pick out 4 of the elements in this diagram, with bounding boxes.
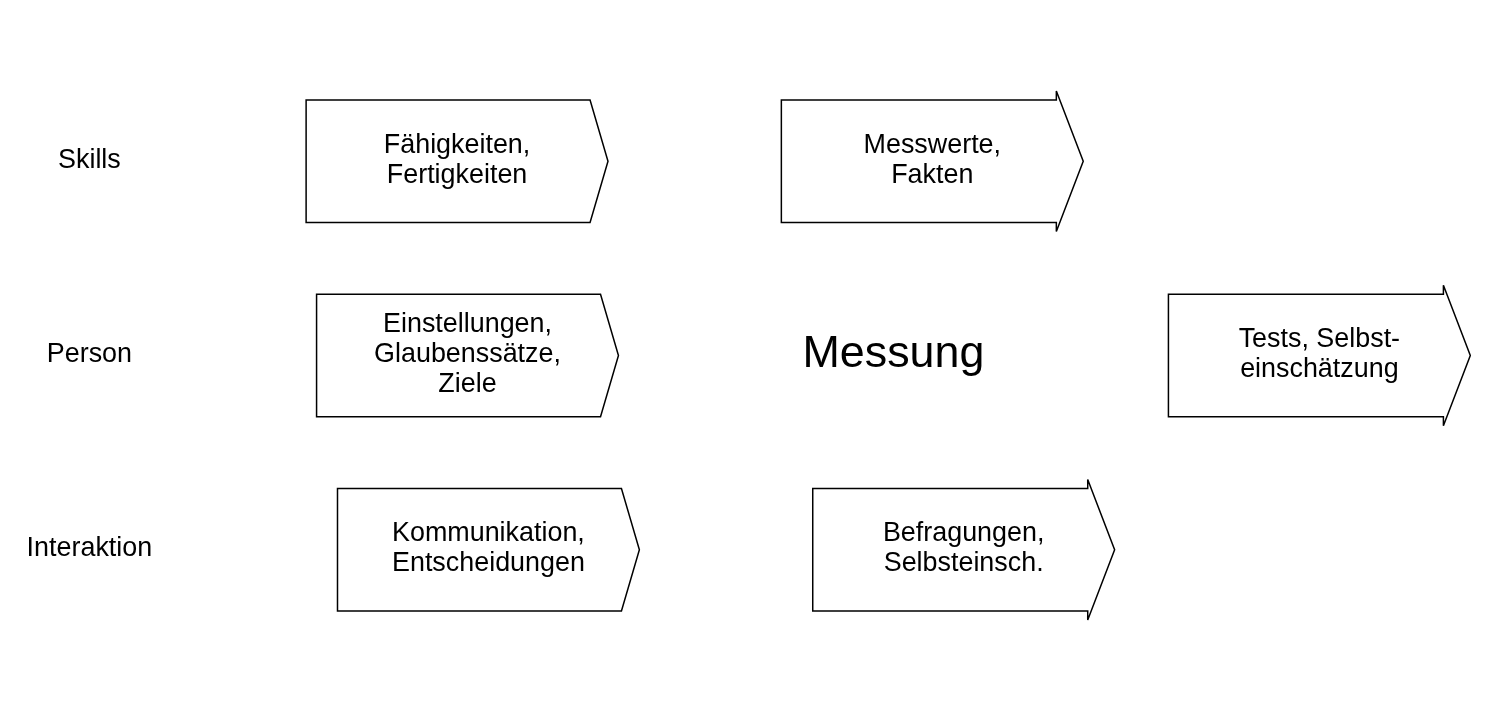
label: Messung [802, 325, 985, 377]
label: Skills [58, 143, 121, 174]
label: Person [46, 337, 133, 368]
label: Interaktion [26, 531, 153, 562]
